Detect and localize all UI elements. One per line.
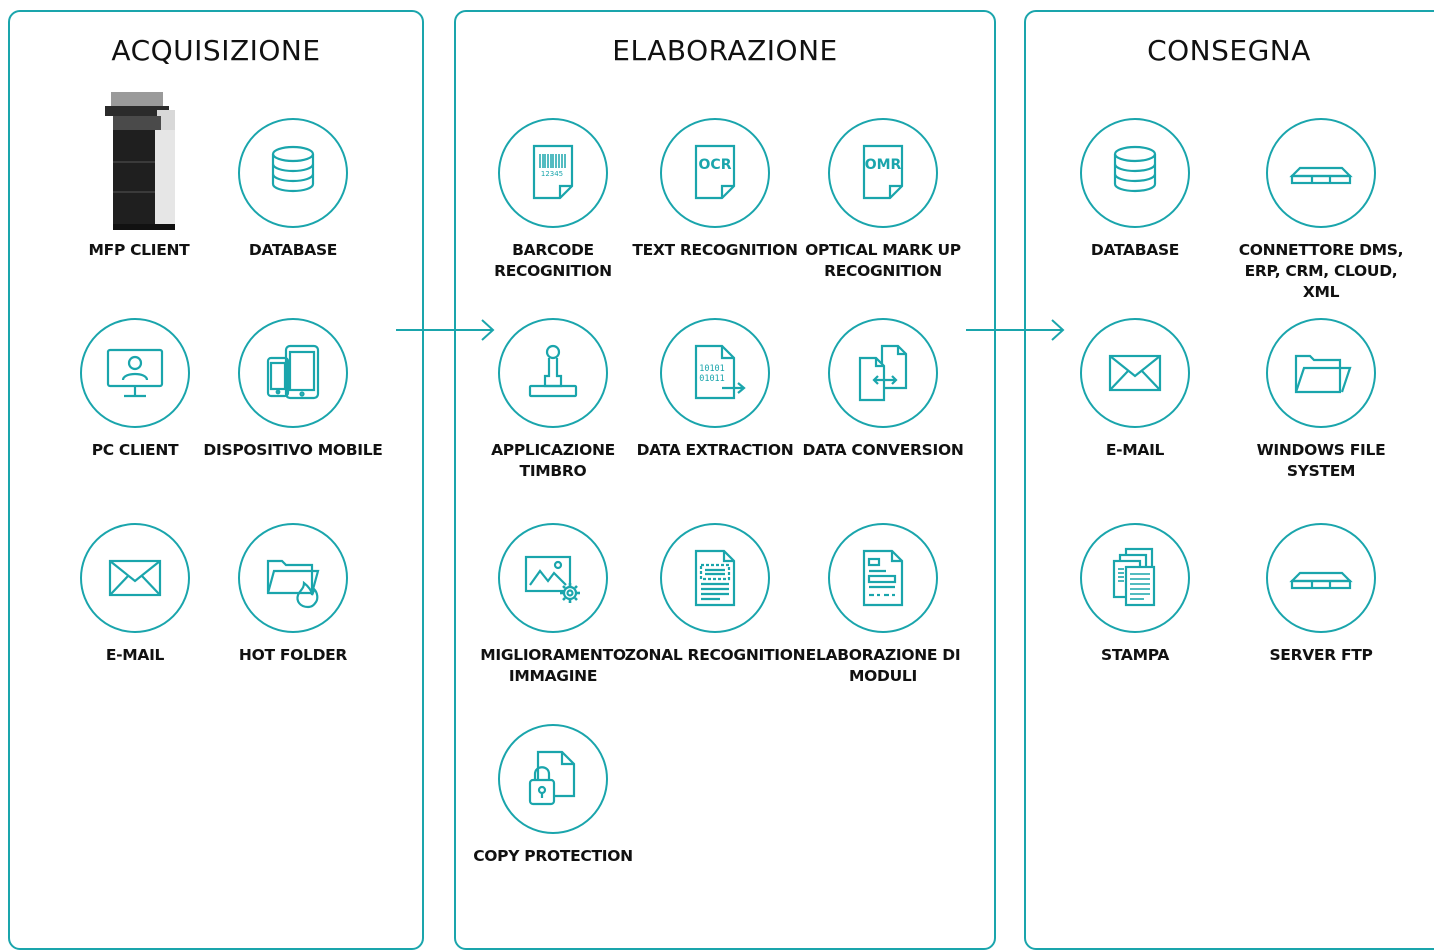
data-extraction-icon: 10101 01011 bbox=[660, 318, 770, 428]
output-database: DATABASE bbox=[1040, 118, 1230, 261]
source-label: HOT FOLDER bbox=[238, 646, 348, 664]
process-label: APPLICAZIONE TIMBRO bbox=[491, 441, 615, 480]
output-email: E-MAIL bbox=[1040, 318, 1230, 461]
column-acquisizione: ACQUISIZIONE bbox=[8, 10, 424, 950]
source-label: E-MAIL bbox=[105, 646, 165, 664]
process-label: COPY PROTECTION bbox=[473, 847, 633, 865]
copy-protection-lock-icon bbox=[498, 724, 608, 834]
pc-client-icon bbox=[80, 318, 190, 428]
source-hot-folder: HOT FOLDER bbox=[198, 523, 388, 666]
process-zonal: ZONAL RECOGNITION bbox=[620, 523, 810, 666]
source-label: MFP CLIENT bbox=[88, 241, 190, 259]
svg-text:01011: 01011 bbox=[699, 374, 725, 384]
process-stamp: APPLICAZIONE TIMBRO bbox=[458, 318, 648, 482]
server-rack-icon bbox=[1266, 523, 1376, 633]
process-label: ZONAL RECOGNITION bbox=[624, 646, 806, 664]
output-label: DATABASE bbox=[1090, 241, 1180, 259]
process-label: TEXT RECOGNITION bbox=[632, 241, 798, 259]
output-print: STAMPA bbox=[1040, 523, 1230, 666]
process-copy-protection: COPY PROTECTION bbox=[458, 724, 648, 867]
process-data-extraction: 10101 01011 DATA EXTRACTION bbox=[620, 318, 810, 461]
column-title: ELABORAZIONE bbox=[612, 34, 838, 67]
svg-text:10101: 10101 bbox=[699, 364, 725, 374]
database-icon bbox=[238, 118, 348, 228]
svg-text:OMR: OMR bbox=[865, 157, 902, 173]
barcode-document-icon: 12345 bbox=[498, 118, 608, 228]
print-stack-icon bbox=[1080, 523, 1190, 633]
source-database: DATABASE bbox=[198, 118, 388, 261]
database-icon bbox=[1080, 118, 1190, 228]
output-ftp: SERVER FTP bbox=[1226, 523, 1416, 666]
flow-arrow-2 bbox=[966, 319, 1065, 341]
output-connector: CONNETTORE DMS, ERP, CRM, CLOUD, XML bbox=[1226, 118, 1416, 303]
flow-arrow-1 bbox=[396, 319, 495, 341]
source-mobile: DISPOSITIVO MOBILE bbox=[198, 318, 388, 461]
process-label: DATA EXTRACTION bbox=[636, 441, 794, 459]
zonal-document-icon bbox=[660, 523, 770, 633]
svg-text:OCR: OCR bbox=[699, 157, 732, 173]
omr-document-icon: OMR bbox=[828, 118, 938, 228]
output-label: E-MAIL bbox=[1105, 441, 1165, 459]
hot-folder-icon bbox=[238, 523, 348, 633]
output-label: CONNETTORE DMS, ERP, CRM, CLOUD, XML bbox=[1238, 241, 1404, 301]
output-label: SERVER FTP bbox=[1269, 646, 1373, 664]
ocr-document-icon: OCR bbox=[660, 118, 770, 228]
folder-icon bbox=[1266, 318, 1376, 428]
stamp-icon bbox=[498, 318, 608, 428]
output-label: WINDOWS FILE SYSTEM bbox=[1256, 441, 1386, 480]
output-label: STAMPA bbox=[1100, 646, 1170, 664]
source-label: DISPOSITIVO MOBILE bbox=[203, 441, 383, 459]
process-label: OPTICAL MARK UP RECOGNITION bbox=[805, 241, 961, 280]
process-label: MIGLIORAMENTO IMMAGINE bbox=[480, 646, 626, 685]
process-data-conversion: DATA CONVERSION bbox=[788, 318, 978, 461]
process-forms: ELABORAZIONE DI MODULI bbox=[788, 523, 978, 687]
process-label: ELABORAZIONE DI MODULI bbox=[805, 646, 961, 685]
source-label: PC CLIENT bbox=[91, 441, 179, 459]
source-mfp-client: MFP CLIENT bbox=[44, 92, 234, 261]
server-rack-icon bbox=[1266, 118, 1376, 228]
form-document-icon bbox=[828, 523, 938, 633]
process-text-recognition: OCR TEXT RECOGNITION bbox=[620, 118, 810, 261]
mfp-printer-photo bbox=[84, 90, 194, 230]
source-email: E-MAIL bbox=[40, 523, 230, 666]
data-conversion-icon bbox=[828, 318, 938, 428]
image-enhance-icon bbox=[498, 523, 608, 633]
source-pc-client: PC CLIENT bbox=[40, 318, 230, 461]
source-label: DATABASE bbox=[248, 241, 338, 259]
process-label: DATA CONVERSION bbox=[802, 441, 964, 459]
svg-text:12345: 12345 bbox=[541, 170, 563, 178]
column-title: ACQUISIZIONE bbox=[111, 34, 321, 67]
envelope-icon bbox=[1080, 318, 1190, 428]
column-title: CONSEGNA bbox=[1147, 34, 1311, 67]
output-windows-fs: WINDOWS FILE SYSTEM bbox=[1226, 318, 1416, 482]
process-label: BARCODE RECOGNITION bbox=[494, 241, 612, 280]
envelope-icon bbox=[80, 523, 190, 633]
process-omr: OMR OPTICAL MARK UP RECOGNITION bbox=[788, 118, 978, 282]
process-image-enhance: MIGLIORAMENTO IMMAGINE bbox=[458, 523, 648, 687]
process-barcode: 12345 BARCODE RECOGNITION bbox=[458, 118, 648, 282]
mobile-devices-icon bbox=[238, 318, 348, 428]
